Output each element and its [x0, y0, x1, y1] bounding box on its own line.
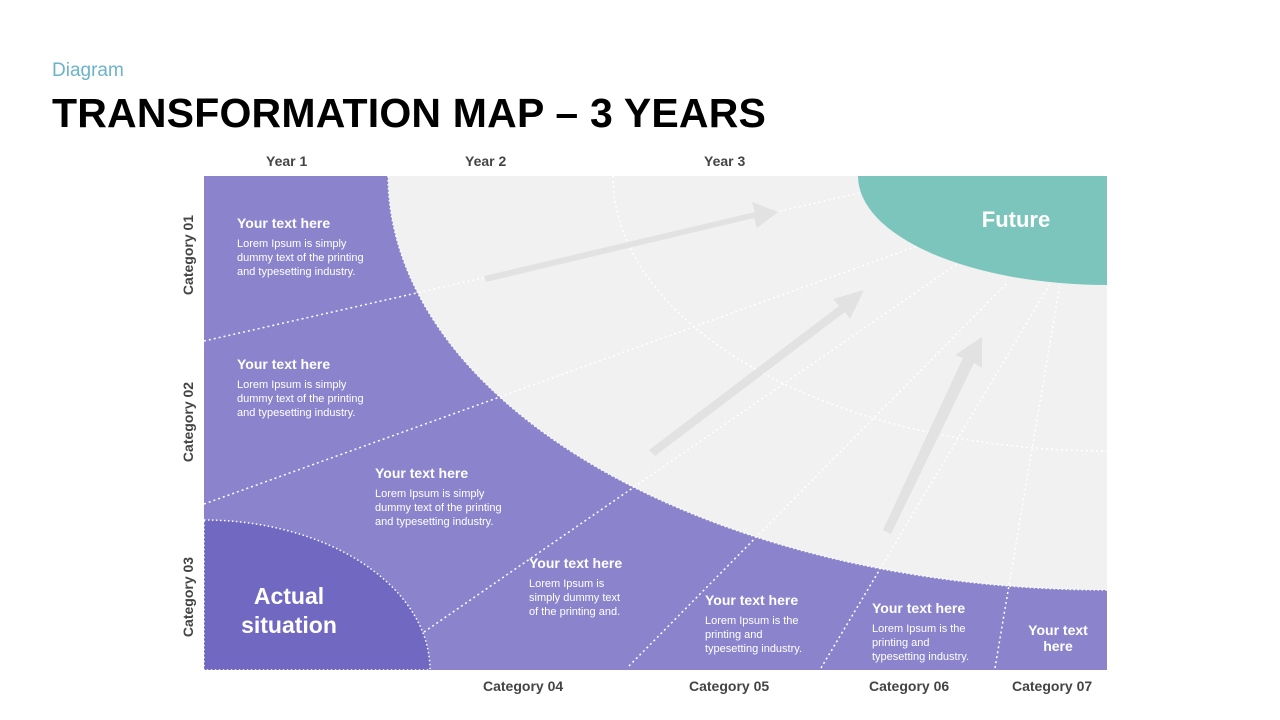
text-block-heading: Your text here [705, 592, 799, 608]
text-block-4: Your text here Lorem Ipsum is simply dum… [529, 555, 629, 619]
future-label: Future [981, 207, 1051, 232]
text-block-body: Lorem Ipsum is simply dummy text of the … [237, 238, 364, 278]
arrow-1 [484, 202, 778, 282]
grey-area-border [387, 176, 1107, 591]
arrow-2 [649, 290, 864, 456]
year-3-label: Year 3 [704, 153, 746, 169]
arrow-3 [883, 337, 982, 534]
slide-subtitle: Diagram [52, 60, 124, 81]
text-block-body: Lorem Ipsum is the printing and typesett… [705, 615, 803, 655]
text-block-body: Lorem Ipsum is the printing and typesett… [872, 623, 970, 663]
text-block-3: Your text here Lorem Ipsum is simply dum… [375, 465, 505, 529]
text-block-6: Your text here Lorem Ipsum is the printi… [872, 600, 984, 664]
text-block-5: Your text here Lorem Ipsum is the printi… [705, 592, 817, 656]
category-04-label: Category 04 [483, 678, 564, 694]
category-06-label: Category 06 [869, 678, 950, 694]
category-01-label: Category 01 [180, 214, 196, 296]
text-block-heading: Your text here [529, 555, 623, 571]
year-1-label: Year 1 [266, 153, 308, 169]
actual-situation-shape [204, 519, 431, 670]
future-shape [858, 176, 1107, 285]
text-block-heading: Your text here [237, 356, 331, 372]
inner-arc-1 [612, 176, 1107, 452]
category-03-label: Category 03 [180, 556, 196, 638]
text-block-heading: Your text here [872, 600, 966, 616]
text-block-heading: Your text here [1028, 622, 1088, 654]
text-block-body: Lorem Ipsum is simply dummy text of the … [529, 578, 621, 618]
text-block-heading: Your text here [237, 215, 331, 231]
text-block-body: Lorem Ipsum is simply dummy text of the … [375, 488, 502, 528]
category-02-label: Category 02 [180, 381, 196, 463]
text-block-1: Your text here Lorem Ipsum is simply dum… [237, 215, 367, 279]
radial-line-2 [204, 244, 921, 505]
category-05-label: Category 05 [689, 678, 770, 694]
actual-situation-label: Actual situation [241, 583, 337, 638]
radial-line-3 [423, 261, 961, 633]
category-07-label: Category 07 [1012, 678, 1093, 694]
radial-line-1 [204, 184, 896, 342]
text-block-heading: Your text here [375, 465, 469, 481]
year-2-label: Year 2 [465, 153, 507, 169]
text-block-2: Your text here Lorem Ipsum is simply dum… [237, 356, 367, 420]
text-block-body: Lorem Ipsum is simply dummy text of the … [237, 379, 364, 419]
slide-title: TRANSFORMATION MAP – 3 YEARS [52, 90, 767, 136]
text-block-7: Your text here [1018, 622, 1098, 660]
